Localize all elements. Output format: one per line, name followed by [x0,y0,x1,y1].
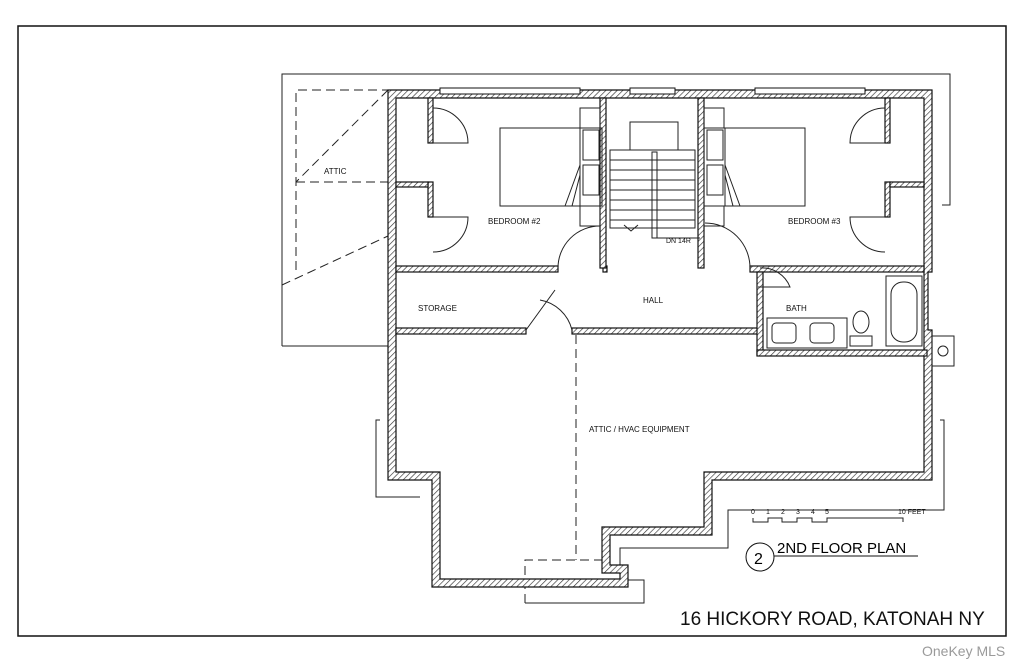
furniture [499,107,955,367]
plan-title: 2ND FLOOR PLAN [777,540,906,557]
stair-note: DN 14R [666,238,691,245]
room-label-bath: BATH [786,304,807,313]
interior-walls [395,97,928,357]
scale-tick-2: 2 [781,509,785,516]
plan-label: 2 2ND FLOOR PLAN [745,540,918,572]
room-label-bedroom-3: BEDROOM #3 [788,217,841,226]
scale-tick-10: 10 FEET [898,509,926,516]
room-label-hall: HALL [643,296,664,305]
exterior-wall [387,89,933,588]
scale-bar: 0 1 2 3 4 5 10 FEET [751,509,926,523]
scale-tick-4: 4 [811,509,815,516]
staircase [609,121,700,239]
scale-tick-0: 0 [751,509,755,516]
room-label-bedroom-2: BEDROOM #2 [488,217,541,226]
property-address: 16 HICKORY ROAD, KATONAH NY [680,609,985,630]
scale-tick-1: 1 [766,509,770,516]
plan-number: 2 [754,551,763,568]
scale-tick-5: 5 [825,509,829,516]
attic-outline [281,73,951,604]
windows [439,87,866,95]
room-label-storage: STORAGE [418,304,457,313]
doors [432,107,886,331]
room-label-attic-hvac: ATTIC / HVAC EQUIPMENT [589,425,690,434]
scale-tick-3: 3 [796,509,800,516]
room-label-attic: ATTIC [324,167,347,176]
sheet-border [17,25,1007,637]
watermark: OneKey MLS [922,643,1005,659]
